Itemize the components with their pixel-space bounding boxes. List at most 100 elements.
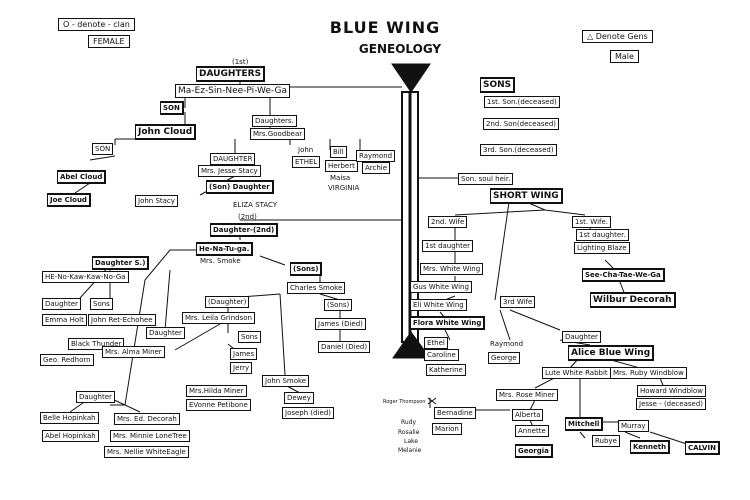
legend-female-label: FEMALE bbox=[88, 35, 130, 48]
node-mrs-leila: Mrs. Leila Grindson bbox=[182, 312, 255, 324]
node-daughters-goodbear: Daughters. bbox=[252, 115, 297, 127]
node-mrs-ruby: Mrs. Ruby Windblow bbox=[610, 367, 687, 379]
daughters-1st-tag: (1st) bbox=[232, 58, 249, 66]
node-flora-white-wing: Flora White Wing bbox=[410, 316, 486, 330]
node-lake: Lake bbox=[404, 438, 418, 445]
node-abel-hop: Abel Hopinkah bbox=[42, 430, 99, 442]
node-first-daughter: 1st daughter bbox=[422, 240, 474, 252]
node-annette: Annette bbox=[515, 425, 549, 437]
node-jerry: Jerry bbox=[230, 362, 253, 374]
node-katherine: Katherine bbox=[426, 364, 466, 376]
node-sons-left: Sons bbox=[90, 298, 113, 310]
node-bernadine: Bernadine bbox=[434, 407, 476, 419]
node-mrs-rose-miner: Mrs. Rose Miner bbox=[496, 389, 558, 401]
node-sons-right: SONS bbox=[480, 77, 516, 93]
node-daniel-died: Daniel (Died) bbox=[318, 341, 371, 353]
node-alberta: Alberta bbox=[512, 409, 544, 421]
node-lighting-blaze: Lighting Blaze bbox=[574, 242, 630, 254]
node-sons-cs: (Sons) bbox=[324, 299, 353, 311]
node-ethel-right: Ethel bbox=[424, 337, 448, 349]
node-rosalie: Rosalie bbox=[398, 429, 420, 436]
node-raymond-right: Raymond bbox=[490, 340, 524, 348]
node-kenneth: Kenneth bbox=[630, 440, 671, 454]
node-daughter-bottom: Daughter bbox=[76, 391, 115, 403]
node-ma-ez-sin-nee: Ma-Ez-Sin-Nee-Pi-We-Ga bbox=[175, 84, 290, 98]
node-mrs-jesse-stacy: Mrs. Jesse Stacy bbox=[198, 165, 261, 177]
node-virginia: VIRGINIA bbox=[328, 184, 360, 192]
node-son-soul-heir: Son. soul heir. bbox=[458, 173, 514, 185]
node-rudy: Rudy bbox=[401, 419, 417, 426]
node-see-cha: See-Cha-Tae-We-Ga bbox=[582, 268, 665, 282]
node-sons-smoke: (Sons) bbox=[290, 262, 323, 276]
node-wife-2nd: 2nd. Wife bbox=[428, 216, 468, 228]
node-daughter-stacy: DAUGHTER bbox=[210, 153, 256, 165]
node-mrs-nellie: Mrs. Nellie WhiteEagle bbox=[104, 446, 189, 458]
node-murray: Murray bbox=[618, 420, 649, 432]
node-eli-white-wing: Eli White Wing bbox=[410, 299, 467, 311]
node-belle: Belle Hopinkah bbox=[40, 412, 99, 424]
node-son-1st: 1st. Son.(deceased) bbox=[484, 96, 560, 108]
node-dewey: Dewey bbox=[284, 392, 314, 404]
daughter-2nd-tag: (2nd) bbox=[238, 213, 257, 221]
node-son-3rd: 3rd. Son.(deceased) bbox=[480, 144, 557, 156]
node-calvin: CALVIN bbox=[685, 441, 720, 455]
node-marion: Marion bbox=[432, 423, 462, 435]
male-denote: Denote Gens bbox=[595, 32, 648, 41]
node-georgia: Georgia bbox=[515, 444, 553, 458]
node-melanie: Melanie bbox=[398, 447, 422, 454]
node-wilbur-decorah: Wilbur Decorah bbox=[590, 292, 676, 308]
female-denote: - denote - clan bbox=[71, 20, 130, 29]
male-symbol: △ bbox=[587, 32, 594, 41]
node-mrs-smoke: Mrs. Smoke bbox=[200, 257, 241, 265]
node-howard: Howard Windblow bbox=[637, 385, 706, 397]
node-raymond-top: Raymond bbox=[356, 150, 396, 162]
node-mrs-goodbear: Mrs.Goodbear bbox=[250, 128, 306, 140]
node-james-died: James (Died) bbox=[315, 318, 366, 330]
node-joe-cloud: Joe Cloud bbox=[47, 193, 91, 207]
node-maisa: Maisa bbox=[330, 174, 351, 182]
node-wife-3rd: 3rd Wife bbox=[500, 296, 536, 308]
node-he-na-tu-ga: He-Na-Tu-ga. bbox=[196, 242, 254, 256]
node-he-no-kaw: HE-No-Kaw-Kaw-No-Ga bbox=[42, 271, 129, 283]
node-daughter-2nd: Daughter-(2nd) bbox=[210, 223, 279, 237]
trunk-bottom-triangle bbox=[392, 331, 431, 359]
node-daughter-hs: (Daughter) bbox=[205, 296, 250, 308]
node-john-stacy: John Stacy bbox=[135, 195, 178, 207]
node-son-left: SON bbox=[160, 101, 184, 115]
node-wife-1st: 1st. Wife. bbox=[572, 216, 612, 228]
legend-male: △ Denote Gens bbox=[582, 30, 653, 43]
node-john: John bbox=[298, 146, 314, 154]
node-roger: Roger Thompson bbox=[383, 399, 426, 405]
node-son-daughter: (Son) Daughter bbox=[206, 180, 274, 194]
node-mrs-hilda-miner: Mrs.Hilda Miner bbox=[186, 385, 247, 397]
node-rubye: Rubye bbox=[592, 435, 620, 447]
node-evonne: EVonne Petibone bbox=[186, 399, 251, 411]
node-bill: Bill bbox=[330, 146, 347, 158]
node-eliza-stacy: ELIZA STACY bbox=[233, 201, 278, 209]
node-daughters-1st: DAUGHTERS bbox=[196, 66, 266, 82]
node-herbert: Herbert bbox=[325, 160, 358, 172]
node-archie: Archie bbox=[362, 162, 391, 174]
node-mrs-white-wing: Mrs. White Wing bbox=[420, 263, 484, 275]
node-emma-holt: Emma Holt bbox=[42, 314, 87, 326]
female-symbol: O bbox=[63, 20, 70, 29]
node-sons-j: Sons bbox=[238, 331, 261, 343]
trunk-top-triangle bbox=[391, 63, 431, 93]
node-james: James bbox=[230, 348, 258, 360]
legend-female: O - denote - clan bbox=[58, 18, 135, 31]
node-gus-white-wing: Gus White Wing bbox=[410, 281, 472, 293]
node-charles-smoke: Charles Smoke bbox=[287, 282, 346, 294]
node-son-2nd: 2nd. Son(deceased) bbox=[483, 118, 559, 130]
node-ethel: ETHEL bbox=[292, 156, 321, 168]
legend-male-label: Male bbox=[610, 50, 639, 63]
node-mrs-ed: Mrs. Ed. Decorah bbox=[114, 413, 180, 425]
diagram-subtitle: GENEOLOGY bbox=[358, 42, 442, 56]
node-jesse-deceased: Jesse - (deceased) bbox=[636, 398, 707, 410]
node-daughter-left-2: Daughter bbox=[146, 327, 185, 339]
node-john-ret: John Ret-Echohee bbox=[88, 314, 156, 326]
diagram-title: BLUE WING bbox=[329, 18, 441, 37]
node-mitchell: Mitchell bbox=[565, 417, 604, 431]
node-john-cloud: John Cloud bbox=[135, 124, 197, 140]
node-mrs-minnie: Mrs. Minnie LoneTree bbox=[110, 430, 190, 442]
node-john-smoke: John Smoke bbox=[262, 375, 310, 387]
